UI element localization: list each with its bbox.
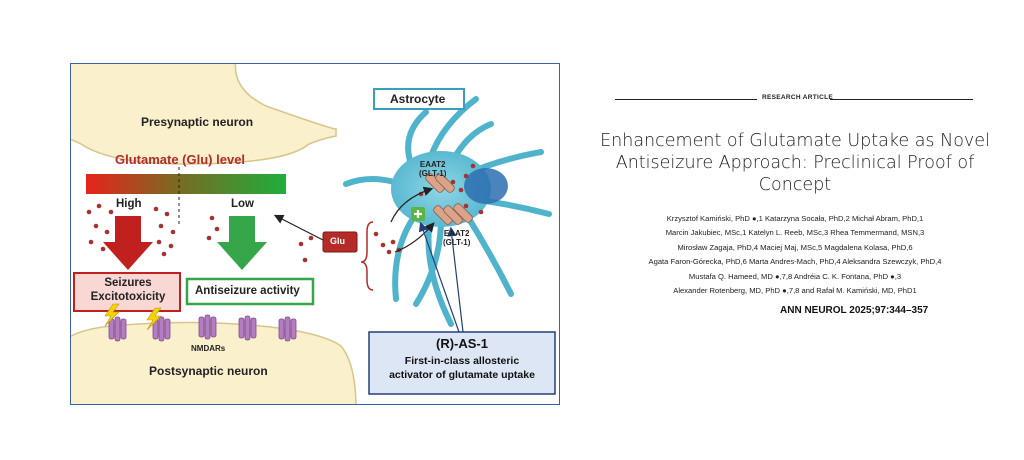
arrow-uptake-bottom xyxy=(394,222,435,253)
arrow-compound-plus xyxy=(418,221,460,333)
arrow-uptake-top xyxy=(390,186,434,223)
nmdar-receptors xyxy=(108,314,297,342)
graphical-abstract: Presynaptic neuron Glutamate (Glu) level… xyxy=(70,63,560,405)
astrocyte-nucleus xyxy=(464,168,508,204)
eaat2-transporter-top xyxy=(425,173,455,193)
astrocyte-label-box xyxy=(373,88,465,110)
antiseizure-label: Antiseizure activity xyxy=(195,285,300,297)
section-tag: RESEARCH ARTICLE xyxy=(762,94,834,101)
author-line: Alexander Rotenberg, MD, PhD ●,7,8 and R… xyxy=(673,286,917,296)
compound-box xyxy=(368,331,556,395)
author-line: Agata Faron-Górecka, PhD,6 Marta Andres-… xyxy=(648,257,942,267)
header-rule-left xyxy=(615,99,757,100)
abstract-figure xyxy=(71,64,556,404)
presynaptic-neuron-label: Presynaptic neuron xyxy=(141,115,254,129)
low-label: Low xyxy=(231,198,254,210)
low-green-arrow xyxy=(217,216,267,270)
eaat2-top-label: EAAT2(GLT-1) xyxy=(419,160,447,178)
glutamate-gradient-bar xyxy=(86,174,286,194)
nmdars-label: NMDARs xyxy=(191,344,226,353)
author-line: Mustafa Q. Hameed, MD ●,7,8 Andréia C. K… xyxy=(688,271,902,281)
glu-box xyxy=(322,231,358,253)
glu-label: Glu xyxy=(330,236,345,246)
lightning-icon xyxy=(104,303,120,327)
citation: ANN NEUROL 2025;97:344–357 xyxy=(780,305,929,316)
arrow-glu-to-low xyxy=(273,214,324,241)
presynaptic-terminal xyxy=(71,64,337,165)
eaat2-transporter-bottom xyxy=(433,203,473,225)
author-line: Marcin Jakubiec, MSc,1 Katelyn L. Reeb, … xyxy=(665,228,925,238)
arrow-compound-eaat2 xyxy=(447,226,464,333)
author-list: Krzysztof Kamiński, PhD ●,1 Katarzyna So… xyxy=(600,212,990,298)
lightning-icon xyxy=(146,307,162,331)
high-label: High xyxy=(116,198,142,210)
postsynaptic-neuron-label: Postsynaptic neuron xyxy=(149,364,268,378)
glutamate-level-label: Glutamate (Glu) level xyxy=(115,152,246,167)
antiseizure-box xyxy=(185,277,315,306)
postsynaptic-terminal xyxy=(71,321,357,404)
astrocyte-label: Astrocyte xyxy=(390,92,446,106)
glutamate-dots-low xyxy=(206,215,220,241)
author-line: Krzysztof Kamiński, PhD ●,1 Katarzyna So… xyxy=(666,214,924,223)
seizures-box xyxy=(73,272,181,312)
article-title: Enhancement of Glutamate Uptake as Novel… xyxy=(600,131,990,195)
header-rule-right xyxy=(830,99,973,100)
glutamate-dots-high xyxy=(86,203,176,257)
bracket xyxy=(360,221,374,291)
high-red-arrow xyxy=(103,216,153,270)
compound-name: (R)-AS-1 xyxy=(436,336,488,351)
eaat2-bottom-label: EAAT2(GLT-1) xyxy=(443,229,471,247)
author-line: Mirosław Zagaja, PhD,4 Maciej Maj, MSc,5… xyxy=(677,242,913,252)
